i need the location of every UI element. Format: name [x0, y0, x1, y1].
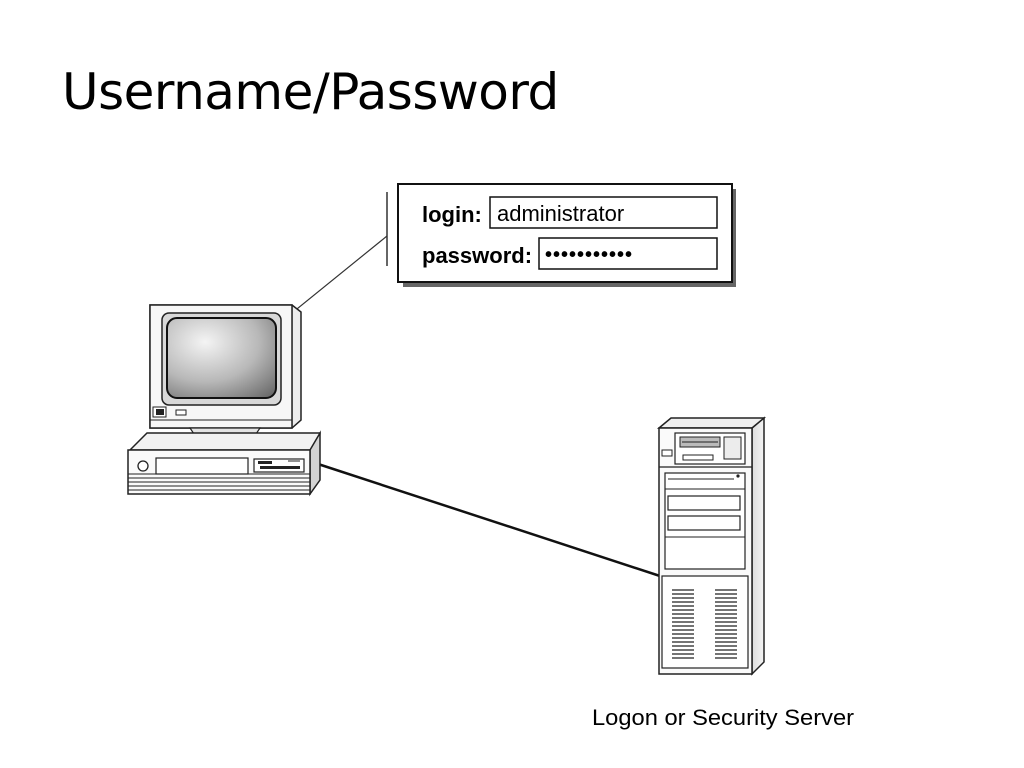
drive-bay [667, 495, 741, 511]
slide-title: Username/Password [62, 63, 559, 121]
login-value: administrator [497, 201, 624, 226]
password-value: ••••••••••• [545, 244, 633, 266]
server-caption: Logon or Security Server [592, 705, 854, 730]
vent-grille [672, 589, 737, 659]
password-field[interactable] [538, 237, 718, 270]
network-cable [317, 462, 661, 578]
power-button [137, 460, 149, 472]
drive-bay [667, 515, 741, 531]
login-field[interactable] [489, 196, 718, 229]
login-panel: login: administrator password: •••••••••… [397, 183, 736, 287]
login-label: login: [422, 202, 482, 227]
password-label: password: [422, 243, 532, 268]
monitor-screen [166, 317, 277, 399]
client-computer [127, 304, 321, 497]
desktop-case [127, 430, 321, 497]
monitor [149, 304, 302, 446]
server-tower [656, 416, 767, 676]
